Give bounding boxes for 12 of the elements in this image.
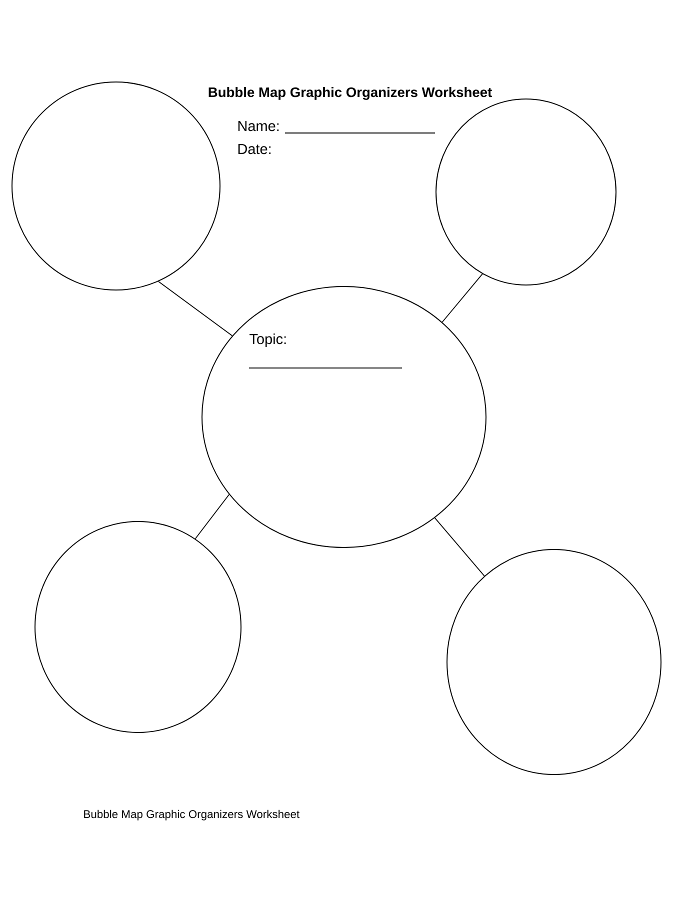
field-label: Topic: <box>250 334 286 347</box>
footer-text: Bubble Map Graphic Organizers Worksheet <box>84 810 300 820</box>
bubble <box>446 549 662 775</box>
bubble <box>436 98 616 286</box>
field-label: Date: <box>238 144 271 154</box>
title: Bubble Map Graphic Organizers Worksheet <box>208 87 492 100</box>
field-label: Name: <box>238 121 279 132</box>
connector-line <box>442 274 483 323</box>
connector-line <box>434 517 485 576</box>
connector-line <box>194 494 230 540</box>
connector-line <box>158 281 233 336</box>
bubble <box>34 521 242 733</box>
